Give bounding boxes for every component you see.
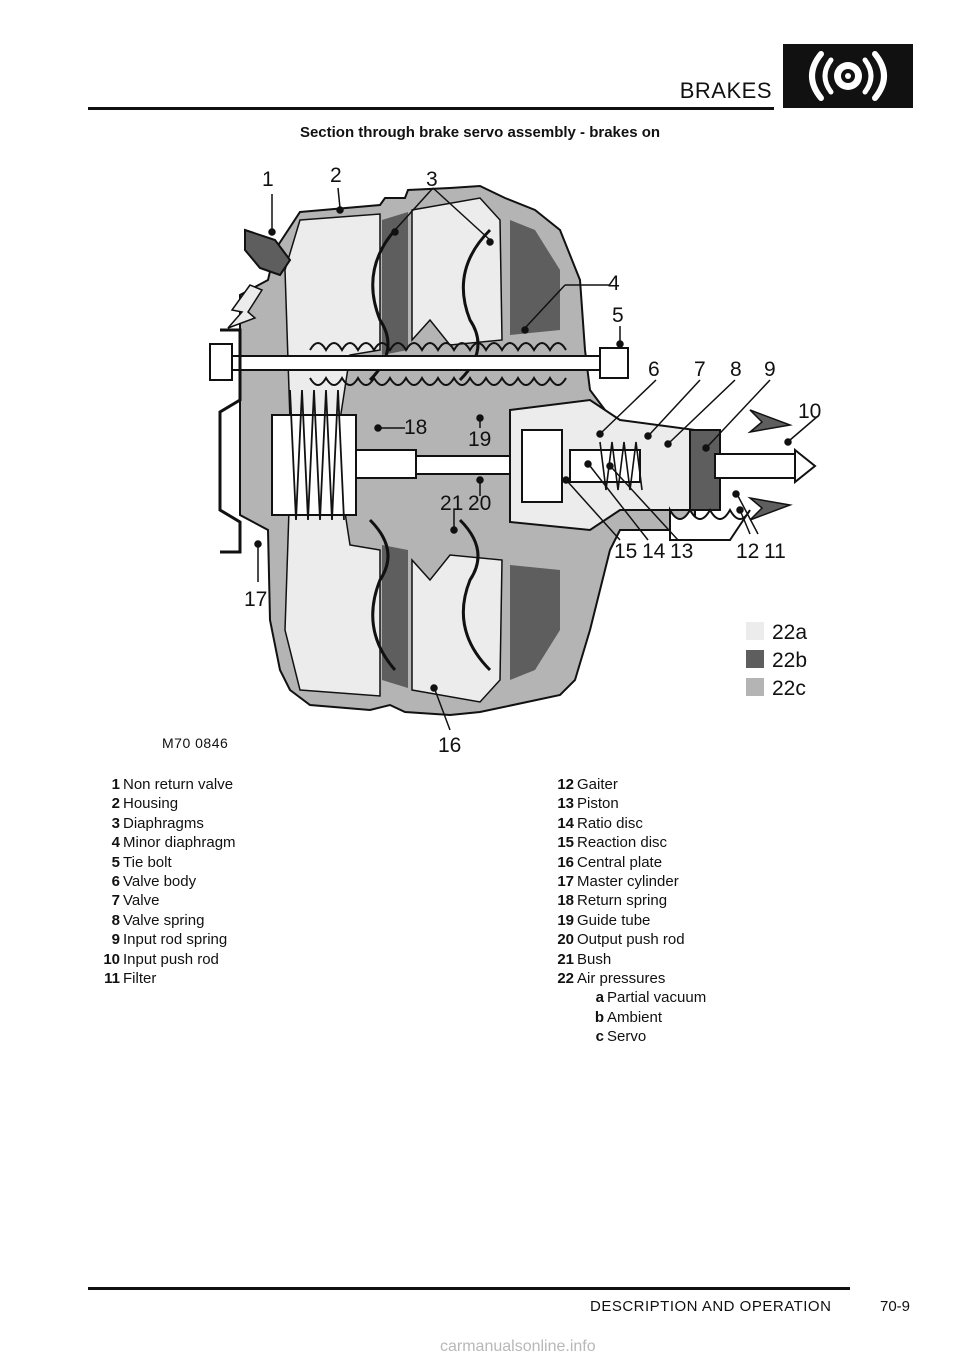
page-number: 70-9 (880, 1298, 911, 1315)
callout-13: 13 (670, 540, 693, 563)
figure-caption: Section through brake servo assembly - b… (299, 124, 661, 141)
header-rule (88, 107, 774, 110)
gaiter (669, 506, 751, 541)
callout-4: 4 (608, 272, 620, 295)
output-push-rod (355, 449, 417, 479)
brake-servo-diagram: 1 2 3 4 5 6 7 8 9 10 11 12 13 14 15 16 1… (150, 150, 830, 762)
callout-6: 6 (648, 358, 660, 381)
callout-5: 5 (612, 304, 624, 327)
figure-code: M70 0846 (162, 735, 228, 751)
key-label-22c: 22c (772, 677, 806, 700)
brake-disc-icon (783, 44, 913, 108)
air-inlet-arrow-lower (747, 496, 793, 521)
callout-15: 15 (614, 540, 637, 563)
return-spring (289, 389, 345, 521)
page-header-title: BRAKES (679, 78, 772, 103)
brake-servo-section-svg: 1 2 3 4 5 6 7 8 9 10 11 12 13 14 15 16 1… (162, 164, 821, 757)
key-label-22b: 22b (772, 649, 807, 672)
footer-section-title: DESCRIPTION AND OPERATION (590, 1298, 832, 1315)
bellows-lower (309, 375, 567, 386)
watermark: carmanualsonline.info (440, 1338, 596, 1355)
callout-18: 18 (404, 416, 427, 439)
callout-14: 14 (642, 540, 666, 563)
input-push-rod (714, 453, 796, 479)
callout-10: 10 (798, 400, 821, 423)
bellows-upper (309, 342, 567, 353)
callout-8: 8 (730, 358, 742, 381)
callout-3: 3 (426, 168, 438, 191)
callout-19: 19 (468, 428, 491, 451)
key-swatch-22a (746, 622, 764, 640)
valve-spring (599, 441, 643, 491)
callout-1: 1 (262, 168, 274, 191)
non-return-valve (244, 228, 292, 277)
callout-7: 7 (694, 358, 706, 381)
callout-9: 9 (764, 358, 776, 381)
vacuum-flow-arrow (227, 284, 264, 329)
callout-17: 17 (244, 588, 267, 611)
key-label-22a: 22a (772, 621, 807, 644)
key-swatch-22b (746, 650, 764, 668)
footer-rule (88, 1287, 850, 1290)
callout-21: 21 (440, 492, 463, 515)
master-cylinder-outline (218, 328, 242, 554)
tie-bolt (219, 355, 621, 371)
callout-20: 20 (468, 492, 491, 515)
key-swatch-22c (746, 678, 764, 696)
air-inlet-arrow-upper (747, 409, 793, 434)
callout-12: 12 (736, 540, 759, 563)
callout-2: 2 (330, 164, 342, 187)
callout-16: 16 (438, 734, 461, 757)
callout-11: 11 (764, 540, 786, 563)
